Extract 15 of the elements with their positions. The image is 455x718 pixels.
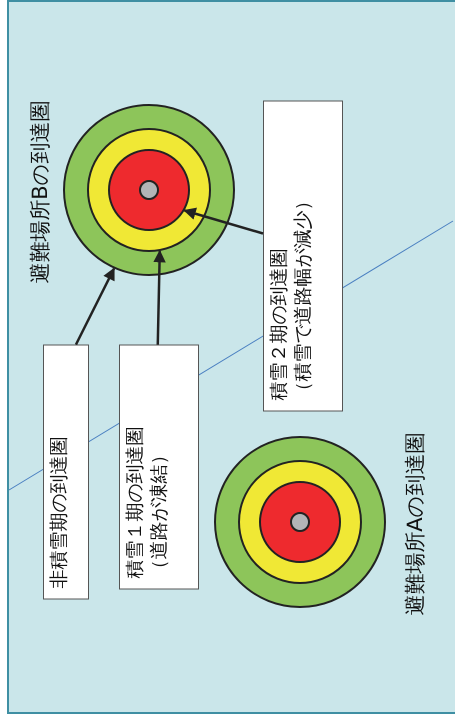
callout-text: （積雪で道路幅が減少） <box>292 190 315 400</box>
callout-text: 積雪１期の到達圏 <box>124 426 147 578</box>
callout-text: （道路が凍結） <box>148 444 171 578</box>
callout-text: 非積雪期の到達圏 <box>48 436 71 588</box>
callout-text: 積雪２期の到達圏 <box>268 248 291 400</box>
leader-arrow <box>183 208 264 235</box>
leader-arrow <box>74 267 116 346</box>
area-label: 避難場所Bの到達圏 <box>27 100 53 284</box>
center-dot <box>139 180 159 200</box>
leader-arrow <box>153 250 166 345</box>
callout-box <box>119 344 199 590</box>
callout-box <box>43 344 89 600</box>
callout-box <box>263 100 343 412</box>
area-label: 避難場所Aの到達圏 <box>402 432 428 616</box>
center-dot <box>290 512 310 532</box>
